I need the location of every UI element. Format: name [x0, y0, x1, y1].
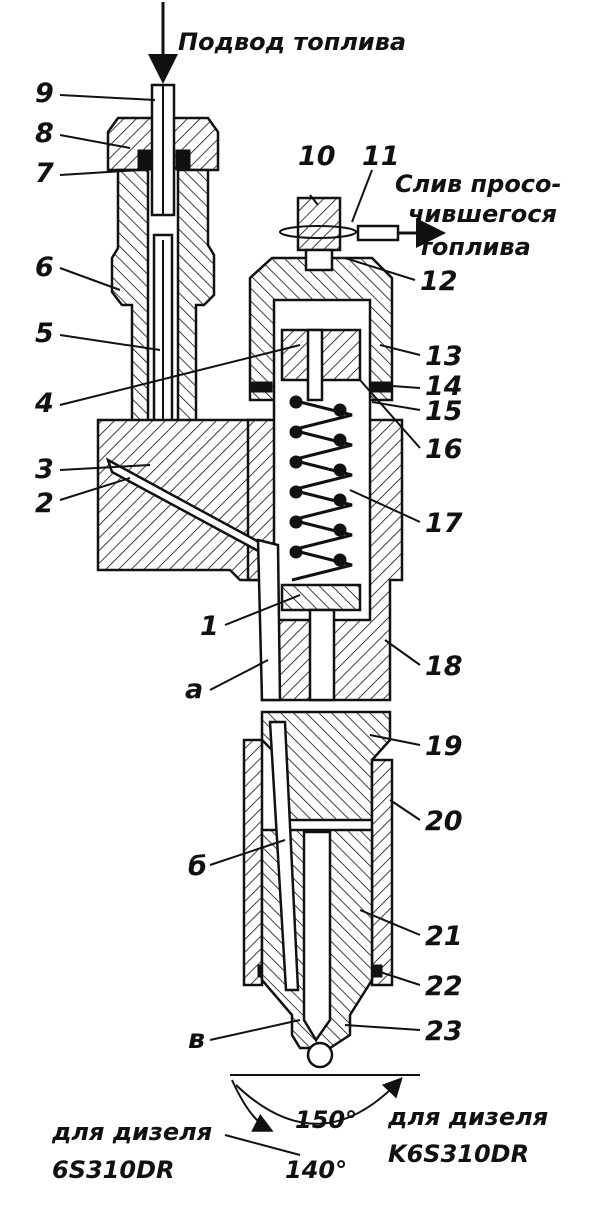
label-21: 21: [425, 921, 463, 952]
label-23: 23: [425, 1016, 463, 1047]
label-17: 17: [425, 508, 463, 539]
label-11: 11: [362, 141, 400, 172]
drain-fitting: [279, 196, 400, 272]
label-4: 4: [34, 388, 54, 419]
angle-150: 150°: [295, 1106, 357, 1134]
label-18: 18: [425, 651, 463, 682]
label-14: 14: [425, 371, 463, 402]
caption-drain-1: Слив просо-: [395, 170, 561, 198]
caption-fuel-inlet: Подвод топлива: [178, 28, 406, 56]
caption-drain-3: топлива: [418, 233, 531, 261]
label-3: 3: [35, 454, 54, 485]
nozzle-assembly: [242, 710, 394, 1069]
label-12: 12: [420, 266, 458, 297]
label-13: 13: [425, 341, 463, 372]
label-20: 20: [425, 806, 463, 837]
spring: [289, 395, 353, 582]
label-9: 9: [35, 78, 54, 109]
label-5: 5: [35, 318, 54, 349]
label-10: 10: [298, 141, 336, 172]
label-15: 15: [425, 396, 463, 427]
label-16: 16: [425, 434, 463, 465]
label-7: 7: [35, 158, 54, 189]
left-engine-line1: для дизеля: [51, 1118, 212, 1146]
left-engine-line2: 6S310DR: [52, 1156, 174, 1184]
label-a: а: [185, 674, 203, 705]
label-19: 19: [425, 731, 463, 762]
right-engine-line2: K6S310DR: [388, 1140, 529, 1168]
caption-drain-2: чившегося: [408, 200, 557, 228]
label-22: 22: [425, 971, 463, 1002]
label-6: 6: [35, 252, 54, 283]
angle-140: 140°: [285, 1156, 347, 1184]
label-b: б: [188, 851, 207, 882]
label-2: 2: [35, 488, 54, 519]
leader-lines: [59, 94, 421, 1041]
label-8: 8: [35, 118, 54, 149]
injector-housing: [96, 256, 404, 702]
right-engine-line1: для дизеля: [387, 1103, 548, 1131]
inlet-fitting: [106, 83, 220, 462]
spray-angle: [224, 1074, 420, 1156]
label-v: в: [188, 1024, 205, 1055]
label-1: 1: [200, 611, 219, 642]
